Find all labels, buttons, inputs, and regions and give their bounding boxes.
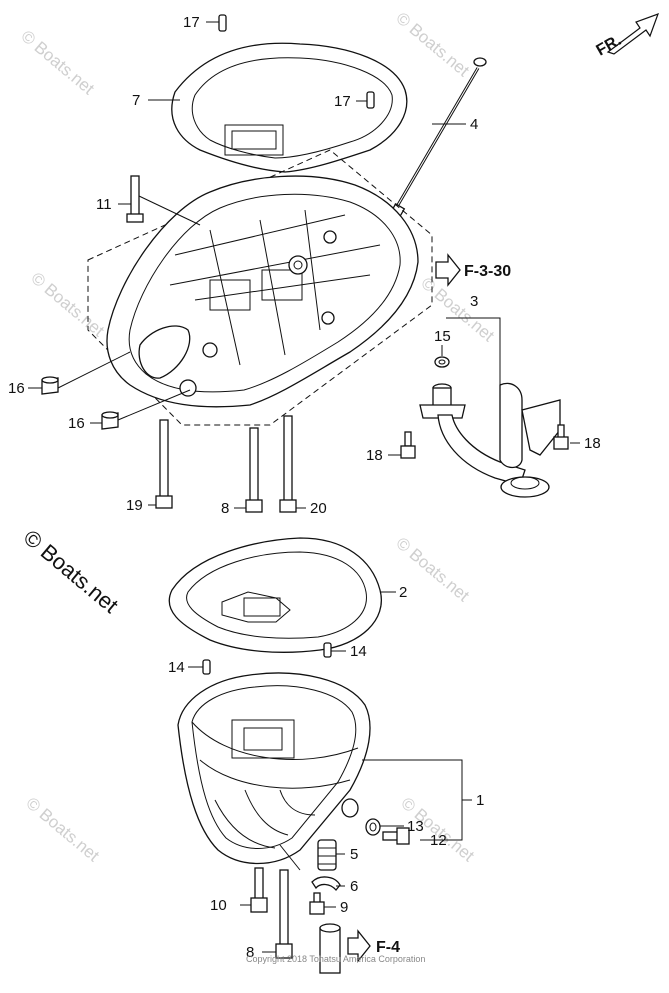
callout-18: 18 xyxy=(366,447,383,464)
pin-14-right xyxy=(323,642,332,658)
drain-bolt-12 xyxy=(382,827,410,845)
copyright-text: Copyright 2018 Tohatsu America Corporati… xyxy=(246,954,425,964)
bolt-18-right xyxy=(553,424,569,450)
callout-14: 14 xyxy=(168,659,185,676)
reference-arrow-f-4[interactable]: F-4 xyxy=(347,929,400,963)
callout-9: 9 xyxy=(340,899,348,916)
callout-6: 6 xyxy=(350,878,358,895)
callout-8: 8 xyxy=(221,500,229,517)
bolt-10 xyxy=(250,867,268,913)
plug-16-b xyxy=(101,411,119,430)
watermark-text: © Boats.net xyxy=(417,274,498,346)
callout-20: 20 xyxy=(310,500,327,517)
pipe-f-4 xyxy=(319,923,341,974)
pin-17-right xyxy=(366,91,375,109)
pin-14-left xyxy=(202,659,211,675)
watermark-text: © Boats.net xyxy=(392,9,473,81)
pin-17-left xyxy=(218,14,227,32)
callout-11: 11 xyxy=(96,196,112,213)
bolt-11 xyxy=(126,175,144,223)
direction-label: FR. xyxy=(594,32,625,60)
site-watermark: © Boats.net xyxy=(19,525,123,618)
reference-label: F-4 xyxy=(376,939,400,956)
callout-labels: 17 7 17 4 11 3 15 16 16 18 18 19 8 20 2 … xyxy=(8,14,601,961)
callout-4: 4 xyxy=(470,116,478,133)
callout-17: 17 xyxy=(334,93,351,110)
reference-label: F-3-30 xyxy=(464,263,511,280)
callout-13: 13 xyxy=(407,818,424,835)
oil-pan-housing xyxy=(106,175,419,408)
bolt-8-lower xyxy=(275,869,293,959)
oil-strainer-assembly xyxy=(419,382,561,498)
callout-3: 3 xyxy=(470,293,478,310)
watermark-text: © Boats.net xyxy=(17,27,98,99)
plug-16-a xyxy=(41,376,59,395)
front-direction-arrow: FR. xyxy=(594,12,660,60)
bolt-8-upper xyxy=(245,427,263,513)
callout-5: 5 xyxy=(350,846,358,863)
oil-pan xyxy=(177,672,371,865)
reference-arrow-f-3-30[interactable]: F-3-30 xyxy=(435,253,511,287)
o-ring-15 xyxy=(434,356,450,368)
bolt-9 xyxy=(309,892,325,915)
callout-2: 2 xyxy=(399,584,407,601)
callout-19: 19 xyxy=(126,497,143,514)
callout-8: 8 xyxy=(246,944,254,961)
watermark-text: © Boats.net xyxy=(22,794,103,866)
watermark-text: © Boats.net xyxy=(27,269,108,341)
bolt-18-left xyxy=(400,431,416,459)
lower-gasket xyxy=(168,537,382,653)
clip-6 xyxy=(311,876,341,892)
callout-15: 15 xyxy=(434,328,451,345)
callout-1: 1 xyxy=(476,792,484,809)
callout-17: 17 xyxy=(183,14,200,31)
spring-5 xyxy=(317,839,337,871)
leader-lines xyxy=(28,21,580,953)
callout-10: 10 xyxy=(210,897,227,914)
callout-7: 7 xyxy=(132,92,140,109)
callout-12: 12 xyxy=(430,832,447,849)
washer-13 xyxy=(365,818,381,836)
bolt-19 xyxy=(155,419,173,509)
upper-gasket xyxy=(171,42,408,173)
bolt-20 xyxy=(279,415,297,513)
callout-16: 16 xyxy=(68,415,85,432)
callout-14: 14 xyxy=(350,643,367,660)
callout-16: 16 xyxy=(8,380,25,397)
callout-18: 18 xyxy=(584,435,601,452)
